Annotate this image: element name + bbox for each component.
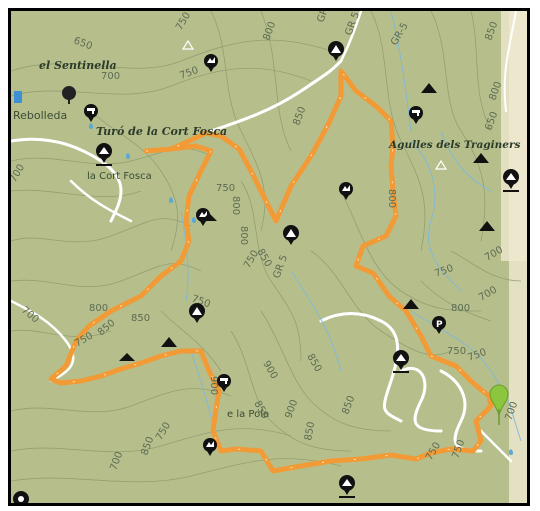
topographic-map[interactable]: el Sentinella Rebolleda Turó de la Cort … — [11, 11, 527, 503]
spring-icon[interactable] — [84, 104, 98, 122]
svg-text:850: 850 — [131, 313, 150, 324]
svg-text:700: 700 — [101, 71, 120, 82]
svg-text:800: 800 — [386, 189, 397, 208]
svg-text:800: 800 — [451, 303, 470, 314]
svg-text:750: 750 — [216, 183, 235, 194]
viewpoint-icon[interactable] — [339, 182, 353, 200]
peak-icon[interactable] — [283, 225, 299, 245]
summit-triangle-icon — [181, 39, 448, 170]
map-markers[interactable]: P — [13, 39, 519, 503]
place-name-turo: Turó de la Cort Fosca — [96, 125, 227, 138]
peak-icon[interactable] — [328, 41, 344, 61]
viewpoint-icon[interactable] — [203, 438, 217, 456]
svg-text:800: 800 — [89, 303, 108, 314]
edge-marker — [14, 91, 22, 103]
viewpoint-icon[interactable] — [204, 54, 218, 72]
start-flag-icon[interactable] — [489, 384, 509, 425]
shelter-icon[interactable] — [339, 475, 355, 498]
place-name-cort-fosca: la Cort Fosca — [87, 171, 152, 182]
place-name-rebolleda: Rebolleda — [13, 109, 67, 122]
svg-text:750: 750 — [447, 346, 466, 357]
campsite-icon — [119, 83, 495, 361]
camera-icon[interactable] — [13, 491, 29, 503]
spring-icon[interactable] — [409, 106, 423, 124]
map-frame[interactable]: el Sentinella Rebolleda Turó de la Cort … — [8, 8, 530, 506]
cleared-area — [501, 11, 527, 261]
svg-text:800: 800 — [230, 196, 241, 215]
hiking-route[interactable] — [48, 68, 494, 474]
streams — [180, 11, 522, 442]
svg-text:800: 800 — [238, 226, 249, 245]
shelter-icon[interactable] — [503, 169, 519, 192]
water-drop-icon — [89, 123, 513, 455]
spring-icon[interactable] — [217, 374, 231, 392]
place-name-pola: e la Pola — [227, 409, 269, 420]
shelter-icon[interactable] — [393, 350, 409, 373]
place-name-sentinella: el Sentinella — [39, 59, 117, 72]
place-name-agulles: Agulles dels Traginers — [388, 139, 520, 151]
peak-icon[interactable] — [189, 303, 205, 323]
parking-icon[interactable]: P — [432, 316, 446, 334]
shelter-icon[interactable] — [96, 143, 112, 166]
svg-text:850: 850 — [303, 421, 317, 442]
contour-lines — [11, 11, 522, 483]
svg-text:900: 900 — [208, 376, 219, 395]
svg-text:P: P — [436, 320, 443, 330]
tree-icon — [62, 86, 76, 104]
